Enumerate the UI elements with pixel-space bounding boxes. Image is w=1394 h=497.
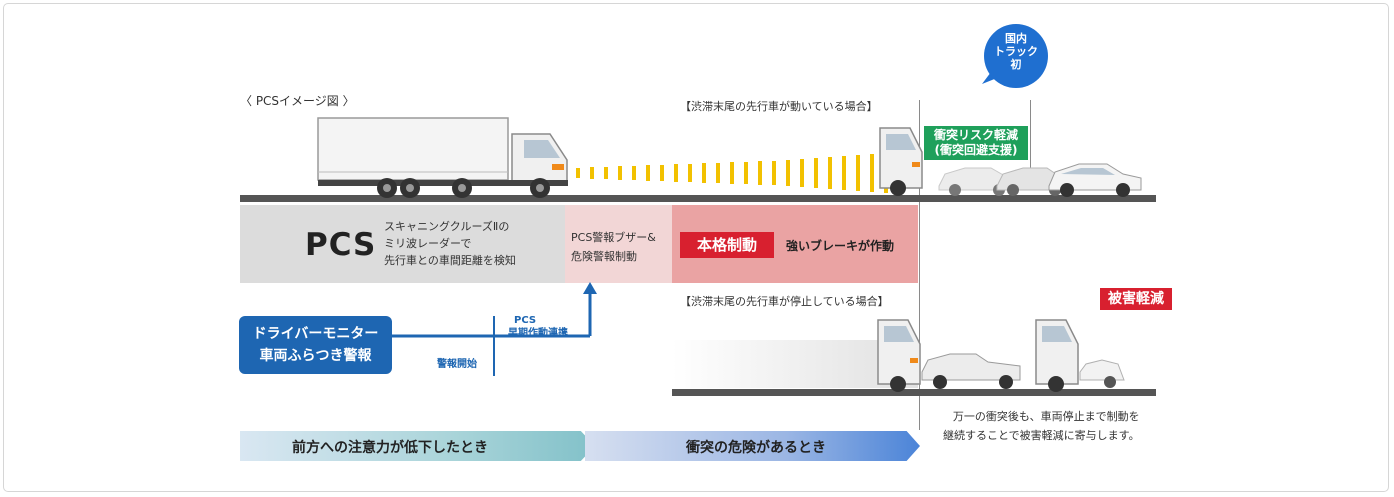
timeline-divider (919, 100, 920, 430)
pcs-line-3: 先行車との車間距離を検知 (384, 254, 516, 267)
truck-icon (317, 117, 568, 198)
collision-scene-icon (877, 319, 1125, 392)
collision-risk-box: 衝突リスク軽減 (衝突回避支援) (924, 126, 1028, 160)
warning-start-label: 警報開始 (437, 359, 477, 370)
pcs-line-1: スキャニングクルーズⅡの (384, 220, 510, 233)
driver-monitor-box: ドライバーモニター 車両ふらつき警報 (239, 316, 392, 374)
pcs-section (240, 205, 565, 283)
truck-cab-icon (879, 127, 923, 196)
buzzer-line-1: PCS警報ブザー& (571, 231, 656, 244)
upper-road (240, 195, 1156, 202)
pcs-description: スキャニングクルーズⅡの ミリ波レーダーで 先行車との車間距離を検知 (384, 218, 516, 269)
damage-reduction-badge: 被害軽減 (1100, 288, 1172, 310)
driver-monitor-line-1: ドライバーモニター (252, 326, 379, 342)
pcs-early-label: PCS 早期作動連携 (508, 314, 568, 340)
buzzer-line-2: 危険警報制動 (571, 250, 637, 263)
full-braking-badge: 本格制動 (680, 232, 774, 258)
strong-brake-text: 強いブレーキが作動 (786, 239, 895, 253)
after-collision-line-2: 継続することで被害軽減に寄与します。 (943, 429, 1140, 442)
scenario-moving-label: 【渋滞末尾の先行車が動いている場合】 (680, 100, 878, 113)
buzzer-section (565, 205, 672, 283)
phase-danger-label: 衝突の危険があるとき (686, 440, 826, 456)
domestic-first-text: 国内 トラック 初 (994, 32, 1038, 71)
pcs-line-2: ミリ波レーダーで (384, 237, 472, 250)
phase-attention-label: 前方への注意力が低下したとき (292, 440, 488, 456)
phase-attention-arrow (240, 431, 595, 461)
pcs-title: PCS (305, 227, 377, 263)
motion-blur (672, 340, 918, 388)
after-collision-note: 万一の衝突後も、車両停止まで制動を 継続することで被害軽減に寄与します。 (943, 407, 1140, 445)
scenario-stopped-label: 【渋滞末尾の先行車が停止している場合】 (680, 295, 889, 308)
driver-monitor-line-2: 車両ふらつき警報 (259, 348, 372, 364)
warning-flow-arrow (392, 282, 597, 376)
buzzer-description: PCS警報ブザー& 危険警報制動 (571, 228, 656, 266)
image-caption: 〈 PCSイメージ図 〉 (240, 94, 355, 108)
car-icon (938, 163, 1142, 197)
collision-risk-label: 衝突リスク軽減 (衝突回避支援) (933, 128, 1018, 157)
phase-danger-arrow (585, 431, 920, 461)
lower-road (672, 389, 1156, 396)
pcs-early-line-2: 早期作動連携 (508, 328, 568, 339)
radar-waves-icon (576, 152, 902, 194)
pcs-early-line-1: PCS (514, 315, 537, 326)
domestic-first-badge (982, 24, 1048, 88)
after-collision-line-1: 万一の衝突後も、車両停止まで制動を (952, 410, 1140, 423)
flag-pole (1030, 100, 1031, 190)
